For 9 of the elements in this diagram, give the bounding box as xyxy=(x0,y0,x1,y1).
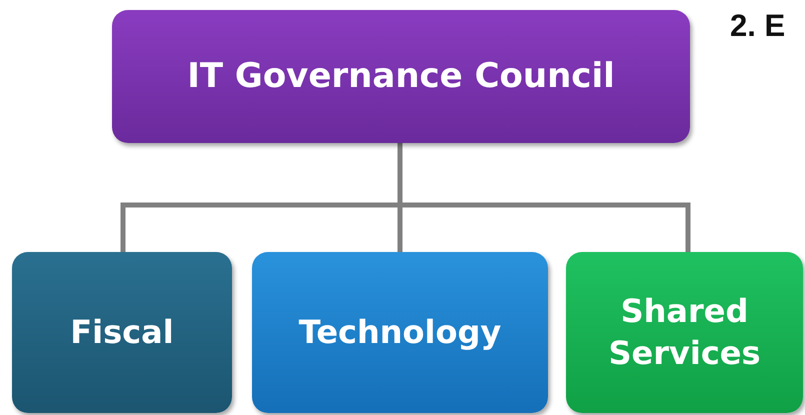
box-label: Fiscal xyxy=(70,312,174,353)
box-label: Shared Services xyxy=(607,290,762,374)
org-box xyxy=(12,252,232,413)
org-box xyxy=(252,252,548,413)
box-label: IT Governance Council xyxy=(187,55,615,98)
heading-text: 2. E xyxy=(730,8,786,44)
org-box xyxy=(112,10,690,143)
org-box xyxy=(566,252,803,413)
box-label: Technology xyxy=(298,312,502,353)
